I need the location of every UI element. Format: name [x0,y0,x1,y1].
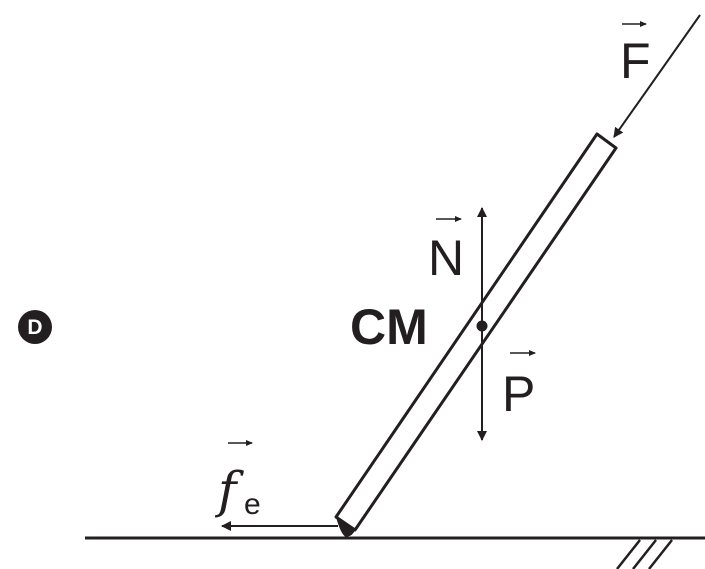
friction-label: f [214,461,244,519]
friction-subscript: e [244,488,261,521]
hatch-line [648,539,673,569]
force-f-label: F [620,33,651,89]
center-of-mass-dot [476,320,488,332]
option-badge-circle [18,310,52,344]
option-label: D [27,316,42,339]
normal-force-label: N [428,230,464,286]
hatch-line [632,539,657,569]
hatch-line [616,539,641,569]
force-f-arrow [613,14,701,138]
center-of-mass-label: CM [350,299,428,355]
weight-label: P [502,366,535,422]
rod-contact-tip [336,517,355,537]
ground-hatching [616,539,673,569]
rod [334,132,618,537]
friction-symbol: f [214,461,244,519]
option-badge: D [18,310,52,344]
